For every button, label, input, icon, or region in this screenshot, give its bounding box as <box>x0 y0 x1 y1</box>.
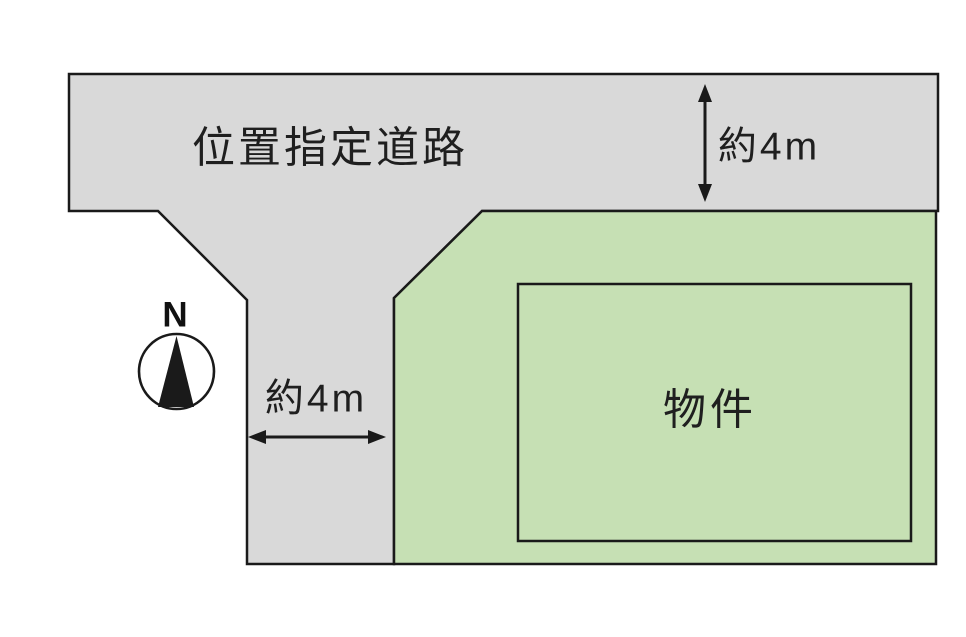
property-label: 物件 <box>663 386 757 435</box>
north-arrow-icon <box>158 336 194 407</box>
road-label: 位置指定道路 <box>192 124 468 173</box>
compass-icon <box>137 332 216 411</box>
compass-north-label: N <box>162 295 188 335</box>
building-outline <box>516 282 913 543</box>
road-width-left-label: 約4m <box>264 377 368 421</box>
road-width-top-label: 約4m <box>717 125 821 169</box>
horizontal-dimension-arrow <box>248 430 386 444</box>
vertical-dimension-arrow <box>698 84 712 202</box>
